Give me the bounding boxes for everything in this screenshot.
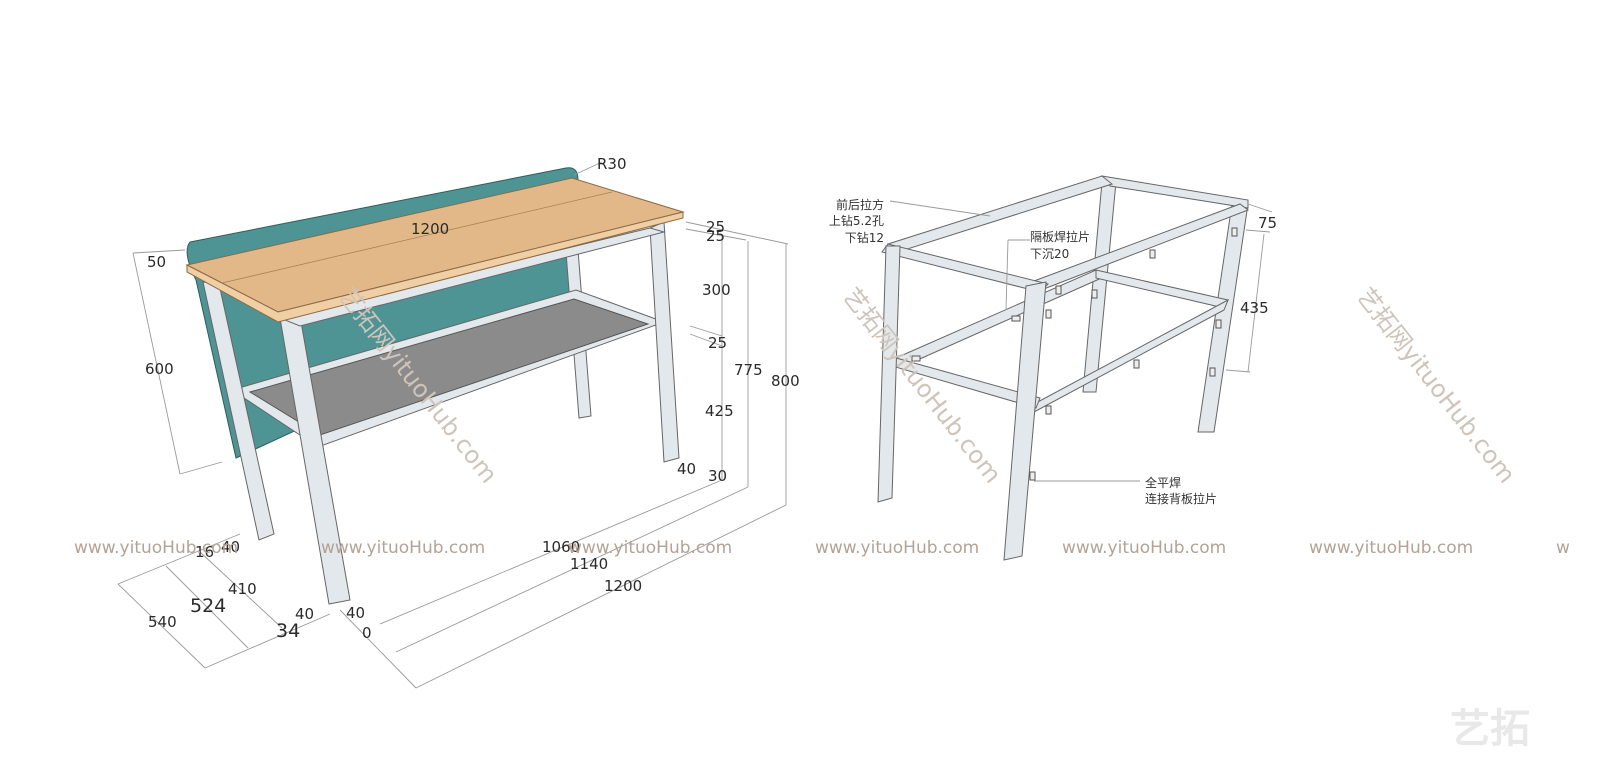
dim-410: 410 [228,580,257,598]
frame-view: 前后拉方 上钻5.2孔 下钻12 隔板焊拉片 下沉20 全平焊 连接背板拉片 7… [829,175,1277,561]
dim-1060: 1060 [542,538,580,556]
dim-top-length: 1200 [411,220,449,238]
dim-75: 75 [1258,214,1277,232]
frame-shelf-rail-right [1033,298,1229,413]
frame-top-rail-front [881,243,1049,293]
dim-540: 540 [148,613,177,631]
dim-300: 300 [702,281,731,299]
dim-435: 435 [1240,299,1269,317]
shelf-board [248,298,650,436]
note-front-back-1: 前后拉方 [836,197,884,212]
watermark-url-4: www.yituoHub.com [815,538,979,558]
dim-16: 16 [195,543,214,561]
note-shelf-weld-2: 下沉20 [1030,247,1069,261]
frame-shelf-rail-left [895,269,1108,367]
dim-524: 524 [190,595,226,617]
watermark-url-6: www.yituoHub.com [1309,538,1473,558]
dim-800: 800 [771,372,800,390]
table-top-edge [186,211,684,323]
watermark-url-1: www.yituoHub.com [74,538,238,558]
note-front-back-2: 上钻5.2孔 [829,213,884,228]
front-leg-right [649,221,680,463]
dim-leg-40: 40 [677,460,696,478]
frame-shelf-rail-back [1095,269,1229,309]
note-full-weld-1: 全平焊 [1145,475,1181,490]
dim-depth-600: 600 [145,360,174,378]
note-front-back-3: 下钻12 [845,230,884,245]
dim-40-b: 40 [295,605,314,623]
weld-tabs [911,227,1238,481]
dim-shelf-25: 25 [708,334,727,352]
dim-425: 425 [705,402,734,420]
dim-34: 34 [276,620,300,642]
note-full-weld-2: 连接背板拉片 [1145,491,1217,506]
dim-775: 775 [734,361,763,379]
desk-view: R30 1200 50 600 25 25 300 25 425 775 800… [117,155,800,689]
watermark-url-2: www.yituoHub.com [321,538,485,558]
dim-1140: 1140 [570,555,608,573]
watermark-url-partial: w [1556,538,1570,558]
logo-watermark: 艺拓 [1450,706,1530,752]
dim-top-thickness-b: 25 [706,227,725,245]
watermark-diagonal-3: 艺拓网yituoHub.com [1351,282,1521,488]
dim-r30: R30 [597,155,627,173]
dim-1200-bottom: 1200 [604,577,642,595]
frame-front-leg-right [1003,281,1047,561]
watermark-url-5: www.yituoHub.com [1062,538,1226,558]
frame-front-leg-left [877,245,901,503]
top-seam [221,191,613,284]
watermark-url-3: www.yituoHub.com [568,538,732,558]
dim-40-a: 40 [221,538,240,556]
dim-top-thickness-a: 25 [706,218,725,236]
dim-40-c: 40 [346,604,365,622]
dim-0: 0 [362,624,372,642]
dim-top-overhang: 50 [147,253,166,271]
frame-top-rail-back [1100,175,1249,209]
desk-dimension-lines [117,161,789,689]
frame-back-leg-left [1082,181,1117,393]
frame-leader-lines [889,200,1273,482]
note-shelf-weld-1: 隔板焊拉片 [1030,229,1090,244]
dim-30: 30 [708,467,727,485]
